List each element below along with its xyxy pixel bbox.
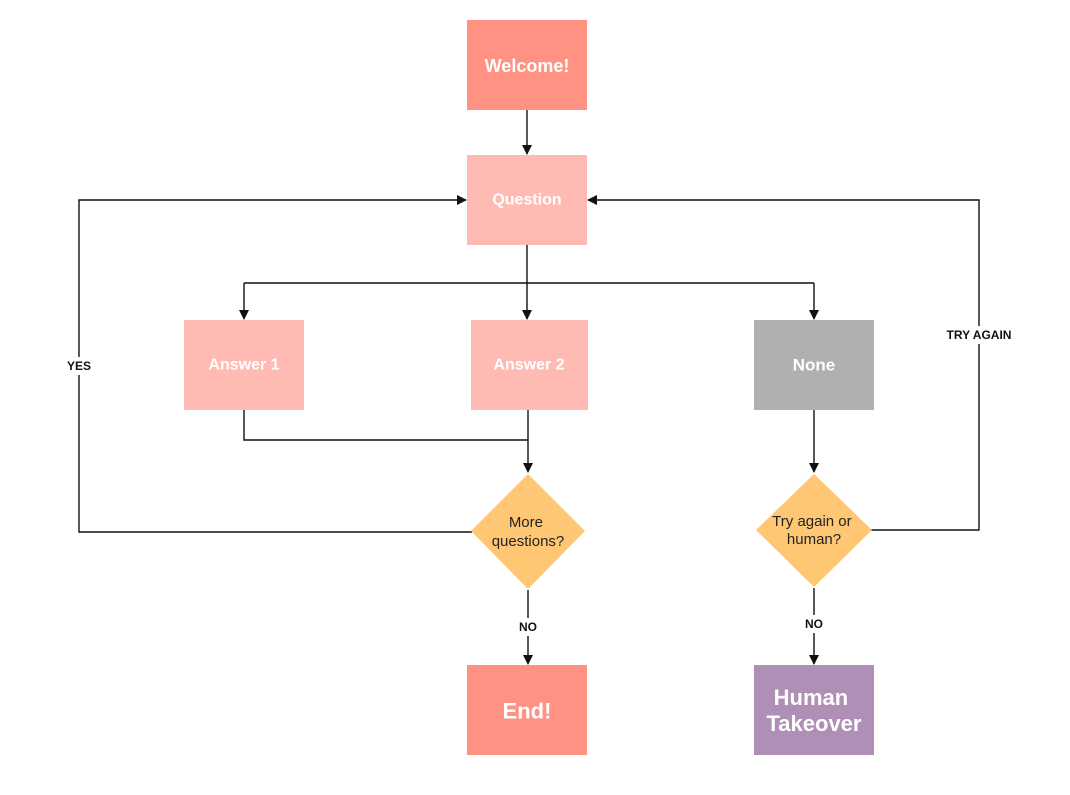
end-box [467, 665, 587, 755]
node-end: End! [467, 665, 587, 755]
try-again-label-bg [938, 326, 1020, 344]
welcome-box [467, 20, 587, 110]
edge-answer1-merge [243, 410, 528, 441]
none-box [754, 320, 874, 410]
node-more-questions: More questions? [471, 474, 585, 589]
answer1-label: Answer 1 [208, 357, 279, 374]
node-none: None [754, 320, 874, 410]
try-again-or-human-label: Try again or human? [772, 513, 856, 548]
question-box [467, 155, 587, 245]
try-again-label: TRY AGAIN [947, 328, 1012, 342]
node-human-takeover: Human Takeover [754, 665, 874, 755]
question-label: Question [492, 192, 561, 209]
answer1-box [184, 320, 304, 410]
node-welcome: Welcome! [467, 20, 587, 110]
edge-try-again-loop [587, 195, 980, 531]
answer2-label: Answer 2 [493, 357, 564, 374]
human-takeover-label: Human Takeover [767, 685, 862, 736]
node-question: Question [467, 155, 587, 245]
node-answer1: Answer 1 [184, 320, 304, 410]
human-takeover-box [754, 665, 874, 755]
node-try-again-or-human: Try again or human? [756, 474, 872, 587]
more-questions-diamond [471, 474, 585, 589]
none-label: None [793, 356, 836, 375]
try-again-diamond [756, 474, 872, 587]
more-questions-label: More questions? [492, 514, 565, 550]
no-right-label: NO [805, 617, 823, 631]
no-left-label: NO [519, 620, 537, 634]
end-label: End! [503, 699, 552, 724]
node-answer2: Answer 2 [471, 320, 588, 410]
no-left-label-bg [514, 618, 542, 636]
no-right-label-bg [800, 615, 828, 633]
welcome-label: Welcome! [485, 56, 570, 76]
yes-label: YES [67, 359, 91, 373]
answer2-box [471, 320, 588, 410]
yes-label-bg [62, 357, 96, 375]
edge-question-branch [244, 245, 814, 284]
edge-labels: YES NO NO TRY AGAIN [62, 326, 1020, 636]
